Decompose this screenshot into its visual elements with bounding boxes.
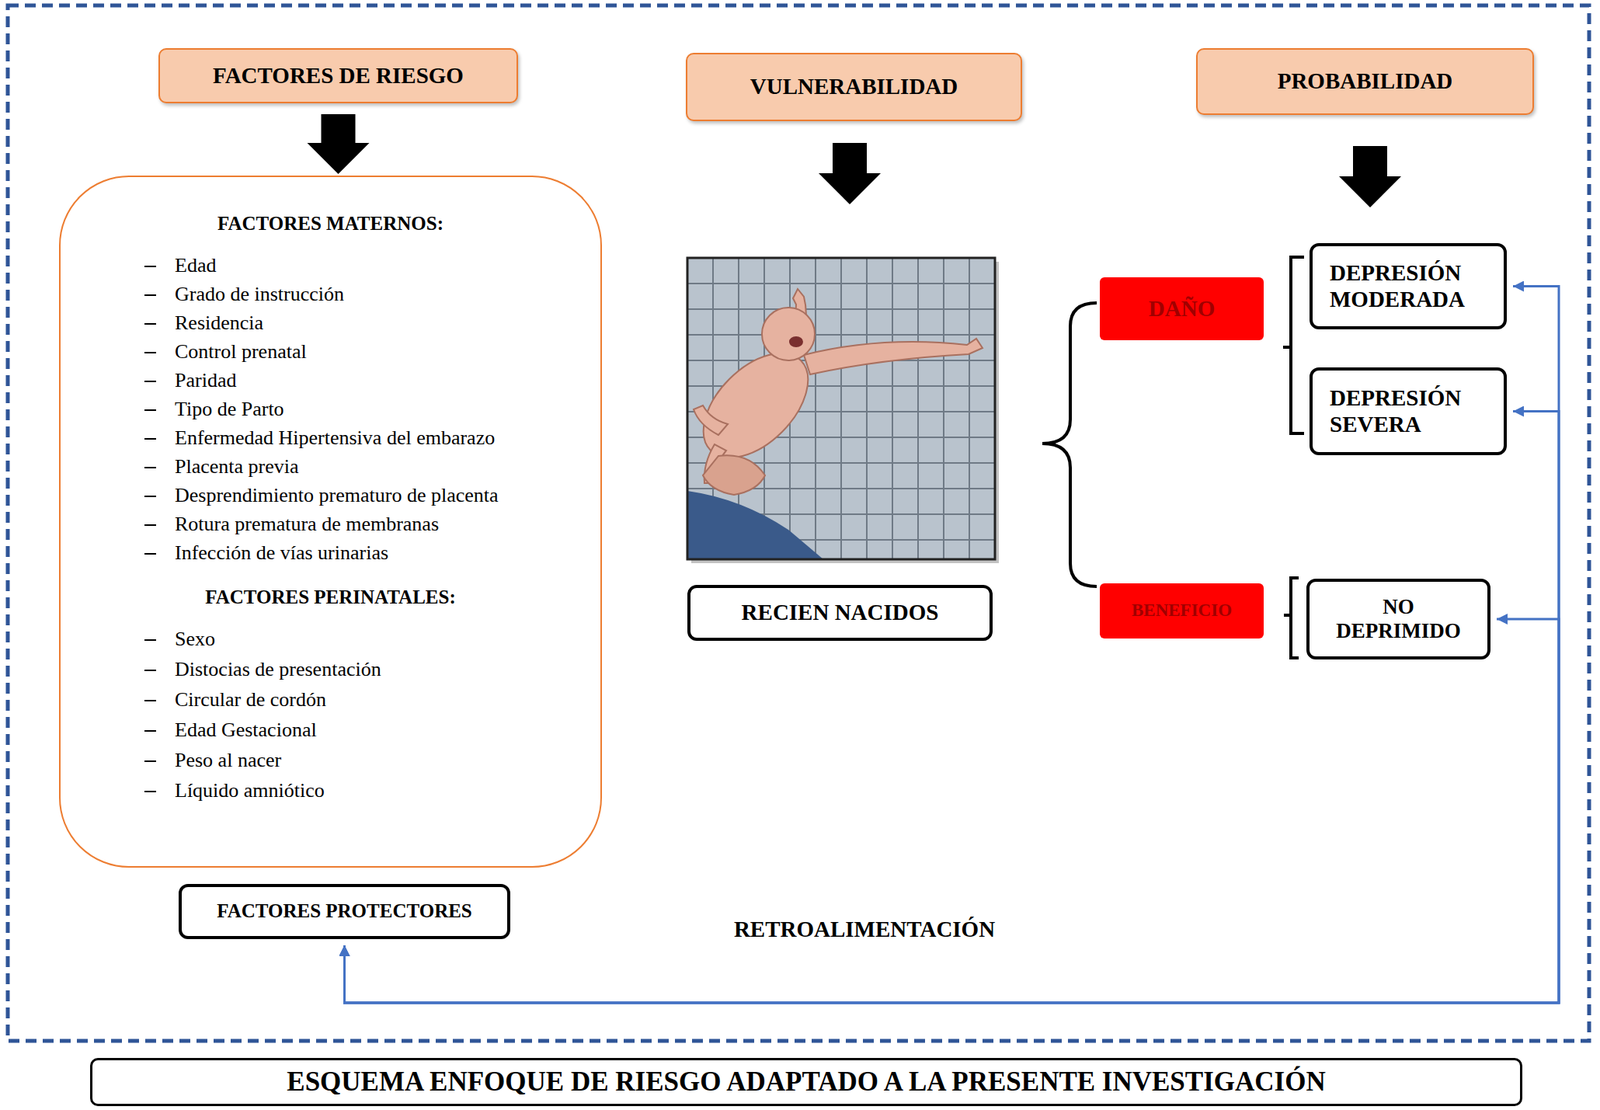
caption-box: ESQUEMA ENFOQUE DE RIESGO ADAPTADO A LA … [90,1057,1523,1107]
square-bracket [1283,577,1299,658]
category-box: DAÑO [1099,277,1264,341]
factor-item: Edad Gestacional [174,714,585,745]
node-text: RECIEN NACIDOS [699,599,981,626]
outcome-box: RECIEN NACIDOS [687,584,993,641]
outcome-box: DEPRESIÓN SEVERA [1309,367,1507,456]
outcome-box: NO DEPRIMIDO [1306,578,1491,660]
factor-item: Paridad [174,365,585,395]
factor-item: Rotura prematura de membranas [174,509,585,539]
block-arrow [1339,146,1402,208]
node-text: FACTORES DE RIESGO [169,62,508,89]
factor-item: Desprendimiento prematuro de placenta [174,480,585,510]
factor-item: Placenta previa [174,452,585,481]
node-text: PROBABILIDAD [1206,68,1524,94]
photo-frame [687,257,995,560]
group-heading: FACTORES PERINATALES: [76,582,585,612]
header-box: VULNERABILIDAD [685,52,1023,122]
node-text: DEPRESIÓN SEVERA [1329,385,1490,438]
factor-list-box: FACTORES MATERNOS: EdadGrado de instrucci… [59,175,602,868]
header-box: FACTORES DE RIESGO [158,48,519,104]
factor-item: Distocias de presentación [174,653,585,685]
factor-item: Control prenatal [174,337,585,366]
factor-item: Líquido amniótico [174,775,585,806]
block-arrow [818,142,881,205]
dashed-frame [7,5,1590,1041]
outcome-box: DEPRESIÓN MODERADA [1309,243,1507,330]
feedback-label: RETROALIMENTACIÓN [733,914,995,943]
factor-item: Edad [174,250,585,280]
block-arrow [307,114,370,174]
factor-item: Enfermedad Hipertensiva del embarazo [174,423,585,453]
factor-item: Residencia [174,308,585,338]
factor-item: Tipo de Parto [174,394,585,424]
baby-figure [687,288,983,484]
group-heading: FACTORES MATERNOS: [76,208,585,238]
square-bracket [1283,257,1305,434]
node-text: DEPRESIÓN MODERADA [1329,260,1490,313]
adult-sleeve [687,490,824,560]
node-text: VULNERABILIDAD [696,73,1012,100]
outcome-box: FACTORES PROTECTORES [178,883,511,940]
adult-hand [702,455,766,495]
curly-brace [1042,302,1097,587]
factor-item: Grado de instrucción [174,279,585,309]
node-text: NO DEPRIMIDO [1318,594,1479,644]
category-box: BENEFICIO [1099,583,1264,639]
factor-item: Peso al nacer [174,744,585,776]
factor-item: Circular de cordón [174,684,585,715]
newborn-photo [684,257,999,564]
node-text: DAÑO [1109,295,1255,322]
node-text: BENEFICIO [1109,600,1255,621]
factor-item: Infección de vías urinarias [174,538,585,567]
header-box: PROBABILIDAD [1196,48,1534,115]
node-text: FACTORES PROTECTORES [191,900,498,923]
factor-item: Sexo [174,623,585,654]
caption-text: ESQUEMA ENFOQUE DE RIESGO ADAPTADO A LA … [286,1066,1326,1098]
